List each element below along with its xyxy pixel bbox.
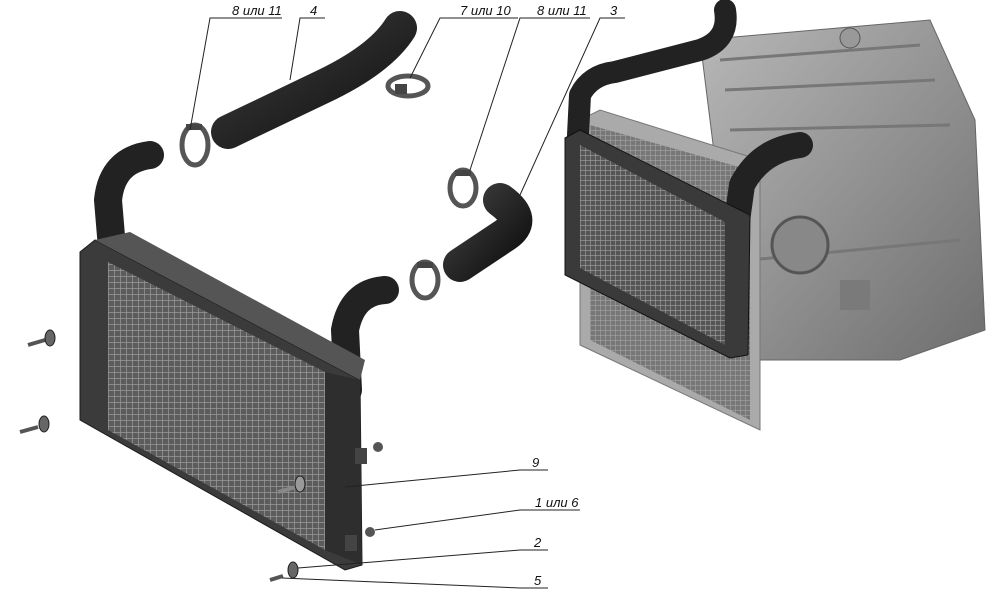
hose-3 [443, 183, 533, 282]
engine-assembly [699, 19, 986, 361]
hose-clamp [409, 259, 441, 301]
bolt [269, 574, 284, 582]
bolt-with-washer [27, 329, 56, 347]
cooler-inlet-pipe [94, 141, 164, 262]
cooler-core [108, 262, 325, 550]
callout-label: 2 [533, 535, 542, 550]
callout-2: 2 [297, 535, 548, 569]
callout-7-or-10: 7 или 10 [409, 3, 518, 79]
callout-9: 9 [344, 455, 548, 488]
washer [287, 561, 299, 579]
callout-label: 8 или 11 [232, 3, 282, 18]
callout-5: 5 [281, 573, 548, 589]
charge-air-cooler [79, 141, 399, 571]
bolt-with-washer [19, 415, 50, 434]
callout-label: 4 [310, 3, 317, 18]
mounting-bracket [345, 535, 357, 551]
callout-label: 5 [534, 573, 542, 588]
cooler-right-tank [325, 372, 362, 565]
callout-1-or-6: 1 или 6 [374, 495, 580, 531]
hose-clamp [179, 122, 211, 168]
callout-label: 7 или 10 [460, 3, 511, 18]
callout-8-or-11-right: 8 или 11 [469, 3, 590, 171]
callout-4: 4 [289, 3, 325, 81]
nut [373, 442, 383, 452]
callout-8-or-11-left: 8 или 11 [189, 3, 282, 131]
hose-4 [211, 11, 417, 149]
hose-clamp [385, 73, 431, 99]
cooler-outlet-pipe [331, 276, 399, 404]
cooler-top-tank [95, 232, 365, 380]
installed-charge-air-cooler [564, 0, 813, 359]
callout-3: 3 [519, 3, 625, 196]
hose-clamp [447, 167, 479, 209]
nut [365, 527, 375, 537]
callout-label: 8 или 11 [537, 3, 587, 18]
mounting-bracket [355, 448, 367, 464]
callout-label: 9 [532, 455, 539, 470]
callout-label: 1 или 6 [535, 495, 579, 510]
callout-label: 3 [610, 3, 618, 18]
bolt-with-washer [277, 475, 306, 494]
